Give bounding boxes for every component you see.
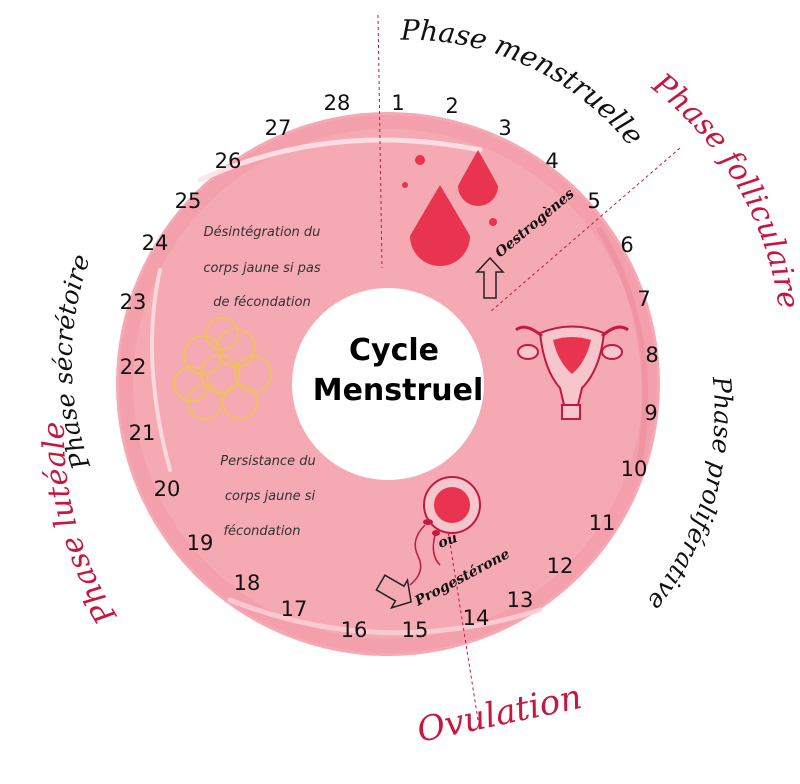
center-title-line2: Menstruel (313, 373, 484, 408)
day-16: 16 (341, 618, 368, 642)
day-14: 14 (463, 606, 490, 630)
corpus-luteum-icon (173, 317, 272, 420)
corpus-cell (205, 317, 239, 351)
divider-ovulation (439, 479, 479, 721)
day-23: 23 (120, 290, 147, 314)
blood-dot (402, 182, 408, 188)
sperm-tail (432, 534, 441, 566)
brush-stroke-right (597, 227, 648, 463)
brush-stroke-left (150, 268, 172, 472)
sperm-tail (409, 524, 426, 586)
day-7: 7 (637, 287, 650, 311)
day-27: 27 (265, 116, 292, 140)
day-25: 25 (175, 189, 202, 213)
sperm-head (432, 530, 440, 536)
day-5: 5 (587, 189, 600, 213)
day-20: 20 (154, 477, 181, 501)
phase-folliculaire-label: Phase folliculaire (645, 66, 800, 311)
day-26: 26 (215, 149, 242, 173)
day-13: 13 (507, 588, 534, 612)
fallopian-tube-left (515, 325, 543, 338)
corpus-cell (187, 384, 223, 420)
note-desintegration-line1: Désintégration du (204, 225, 321, 240)
egg-inner (434, 487, 470, 523)
ring-hole (292, 288, 484, 480)
arrow-down-icon (375, 574, 412, 610)
note-persistance-line3: fécondation (223, 524, 300, 539)
brush-stroke-top (197, 137, 483, 183)
day-4: 4 (545, 149, 558, 173)
day-9: 9 (644, 401, 657, 425)
day-6: 6 (620, 233, 633, 257)
day-1: 1 (391, 91, 404, 115)
blood-drop-small (458, 150, 498, 206)
corpus-cell (222, 384, 258, 420)
note-desintegration-line3: de fécondation (213, 295, 310, 310)
ovary-right (601, 344, 623, 360)
day-8: 8 (645, 343, 658, 367)
day-2: 2 (445, 94, 458, 118)
arrow-up-icon (475, 256, 505, 299)
corpus-cell (173, 366, 209, 402)
uterus-cavity (553, 337, 591, 374)
blood-drops-icon (402, 150, 498, 266)
day-10: 10 (621, 457, 648, 481)
day-3: 3 (498, 116, 511, 140)
day-numbers: 1 2 3 4 5 6 7 8 9 10 11 12 13 14 15 16 1… (120, 91, 659, 642)
sperm-head (423, 519, 433, 525)
day-24: 24 (142, 231, 169, 255)
day-17: 17 (281, 597, 308, 621)
day-18: 18 (234, 571, 261, 595)
ring-shade (119, 115, 657, 653)
ovulation-label: Ovulation (414, 677, 586, 751)
egg-sperm-icon (409, 476, 481, 586)
note-persistance-line2: corps jaune si (225, 489, 316, 504)
day-19: 19 (187, 531, 214, 555)
hormone-ou: ou (436, 530, 460, 552)
day-21: 21 (129, 421, 156, 445)
cycle-ring (116, 112, 660, 656)
divider-menstruelle (377, 14, 383, 269)
note-desintegration-line2: corps jaune si pas (203, 261, 321, 276)
blood-dot (452, 225, 458, 231)
blood-drop-large (410, 185, 470, 266)
ovary-left (517, 344, 539, 360)
blood-dot (415, 155, 425, 165)
cervix (561, 404, 581, 420)
blood-dot (489, 218, 497, 226)
day-15: 15 (402, 618, 429, 642)
brush-stroke-bottom (227, 597, 543, 636)
day-11: 11 (589, 511, 616, 535)
center-title-line1: Cycle (349, 333, 439, 368)
note-persistance-line1: Persistance du (220, 454, 315, 469)
day-28: 28 (324, 91, 351, 115)
day-22: 22 (120, 355, 147, 379)
uterus-icon (515, 325, 629, 420)
day-12: 12 (547, 554, 574, 578)
fallopian-tube-right (601, 325, 629, 338)
